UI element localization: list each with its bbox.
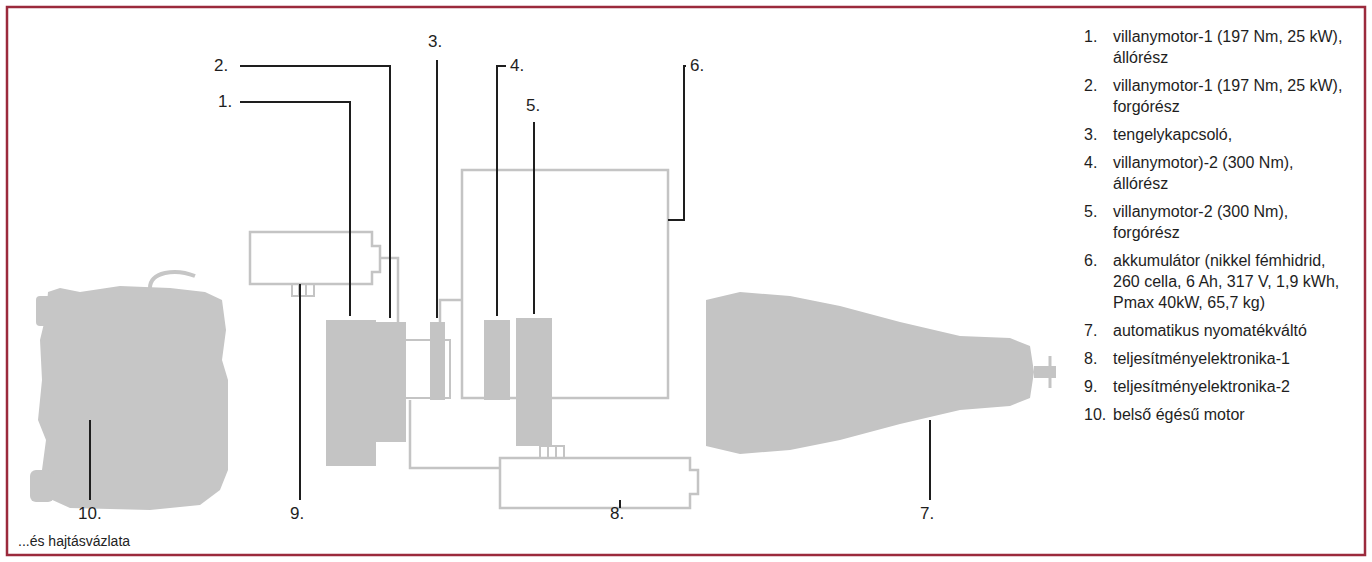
leader-10 — [89, 420, 91, 500]
key-text: villanymotor-2 (300 Nm), forgórész — [1113, 201, 1353, 243]
key-text: teljesítményelektronika-1 — [1113, 348, 1353, 369]
key-number: 4. — [1084, 152, 1097, 173]
key-number: 1. — [1084, 26, 1097, 47]
leader-5 — [533, 122, 535, 314]
key-number: 7. — [1084, 320, 1097, 341]
key-number: 5. — [1084, 201, 1097, 222]
leader-4 — [497, 66, 506, 316]
transmission-figure — [706, 292, 1056, 454]
callout-number: 2. — [214, 56, 228, 76]
leader-1 — [240, 102, 350, 316]
key-number: 10. — [1084, 404, 1106, 425]
motor-parts — [326, 318, 552, 466]
power-electronics-1 — [500, 458, 698, 508]
callout-number: 10. — [78, 504, 102, 524]
clutch — [430, 322, 445, 400]
key-text: tengelykapcsoló, — [1113, 124, 1353, 145]
key-text: villanymotor-1 (197 Nm, 25 kW), állórész — [1113, 26, 1353, 68]
key-number: 2. — [1084, 75, 1097, 96]
callout-number: 1. — [218, 92, 232, 112]
motor1-rotor — [374, 322, 406, 442]
motor1-stator — [326, 320, 376, 466]
key-text: villanymotor)-2 (300 Nm), állórész — [1113, 152, 1353, 194]
key-text: teljesítményelektronika-2 — [1113, 376, 1353, 397]
motor2-stator — [484, 320, 510, 400]
callout-number: 3. — [428, 32, 442, 52]
callout-number: 8. — [610, 504, 624, 524]
leader-lines — [90, 60, 930, 508]
callout-number: 9. — [290, 504, 304, 524]
key-number: 6. — [1084, 250, 1097, 271]
power-electronics-2 — [250, 232, 380, 284]
key-number: 9. — [1084, 376, 1097, 397]
key-text: villanymotor-1 (197 Nm, 25 kW), forgórés… — [1113, 75, 1353, 117]
key-text: belső égésű motor — [1113, 404, 1353, 425]
callout-number: 7. — [920, 504, 934, 524]
key-number: 8. — [1084, 348, 1097, 369]
key-text: automatikus nyomatékváltó — [1113, 320, 1353, 341]
callout-number: 5. — [526, 96, 540, 116]
leader-2 — [240, 66, 390, 318]
motor2-rotor — [516, 318, 552, 446]
key-number: 3. — [1084, 124, 1097, 145]
engine-figure — [30, 272, 228, 510]
figure-caption: ...és hajtásvázlata — [18, 533, 130, 550]
leader-6 — [668, 66, 686, 220]
leader-3 — [436, 60, 438, 318]
key-text: akkumulátor (nikkel fémhidrid, 260 cella… — [1113, 250, 1353, 313]
leader-9 — [299, 284, 301, 500]
leader-7 — [929, 420, 931, 500]
callout-number: 6. — [690, 56, 704, 76]
callout-number: 4. — [510, 56, 524, 76]
frame — [7, 7, 1365, 555]
